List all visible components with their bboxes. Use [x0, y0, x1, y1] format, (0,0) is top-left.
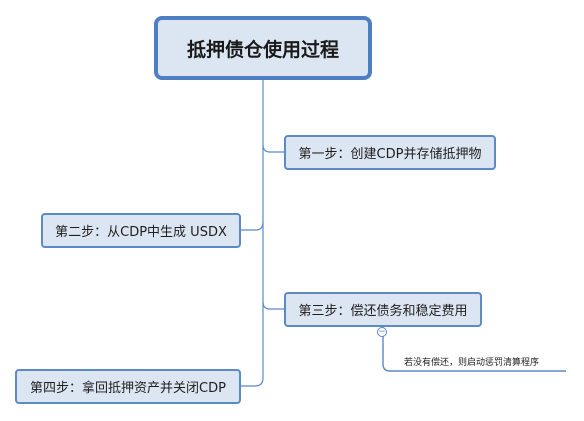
branch-step-3: [262, 301, 284, 310]
step-2-node[interactable]: 第二步：从CDP中生成 USDX: [41, 213, 241, 248]
branch-note: [382, 327, 566, 372]
branch-step-1: [262, 144, 284, 153]
collapse-toggle-icon[interactable]: −: [377, 327, 387, 337]
root-node[interactable]: 抵押债仓使用过程: [154, 16, 372, 80]
root-label: 抵押债仓使用过程: [186, 38, 339, 61]
step-4-label: 第四步：拿回抵押资产并关闭CDP: [30, 381, 226, 396]
step-1-label: 第一步：创建CDP并存储抵押物: [298, 147, 482, 162]
step-1-node[interactable]: 第一步：创建CDP并存储抵押物: [284, 135, 496, 170]
step-2-label: 第二步：从CDP中生成 USDX: [55, 225, 227, 240]
step-3-label: 第三步：偿还债务和稳定费用: [298, 304, 468, 319]
note-label: 若没有偿还，则启动惩罚清算程序: [404, 358, 540, 368]
trunk-line: [241, 80, 264, 387]
step-4-node[interactable]: 第四步：拿回抵押资产并关闭CDP: [15, 369, 241, 404]
branch-step-2: [241, 221, 264, 231]
step-3-node[interactable]: 第三步：偿还债务和稳定费用: [284, 292, 482, 327]
